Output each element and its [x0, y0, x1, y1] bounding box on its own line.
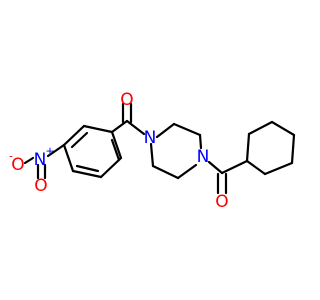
cyclohexane-bond-5	[247, 120, 274, 136]
bond-group	[23, 102, 296, 195]
cyclohexane-bond-4	[270, 120, 296, 137]
piperazine-nitrogen-right-label: N	[197, 147, 210, 167]
nitro-nitrogen-label: N	[34, 150, 47, 170]
atom-label-group: O N N O N + O - O	[9, 90, 229, 212]
piperazine-bond-5	[151, 164, 180, 180]
molecule-structure-diagram: O N N O N + O - O	[9, 90, 296, 212]
ring-bond-d-e	[99, 156, 123, 179]
ring-bond-c-d	[110, 130, 123, 160]
ring-double-bond-inner-2	[110, 138, 121, 162]
cyclohexane-bond-3	[290, 133, 296, 165]
ring-double-bond-inner-1	[70, 131, 89, 149]
ring-bond-b-c	[82, 124, 114, 134]
piperazine-n-to-carbonyl-bond	[207, 160, 224, 175]
piperazine-bond-4	[176, 163, 198, 180]
piperazine-nitrogen-left-label: N	[144, 128, 157, 148]
nitro-oxygen-double-label: O	[34, 176, 47, 196]
cyclohexane-bond-6	[245, 132, 251, 163]
carbonyl-to-cyclohexane-bond	[220, 159, 249, 175]
ring-bond-e-f	[71, 169, 103, 179]
piperazine-bond-6	[149, 142, 155, 168]
ring-to-carbonyl-bond	[110, 119, 129, 134]
ring-bond-a-b	[62, 124, 86, 147]
ring-bond-f-a	[62, 143, 75, 173]
piperazine-bond-1	[155, 122, 176, 139]
nitro-oxygen-single-charge: -	[9, 150, 13, 163]
piperazine-bond-3	[198, 133, 203, 150]
carbonyl-oxygen-right-label: O	[215, 192, 228, 212]
nitro-nitrogen-charge: +	[45, 145, 54, 158]
nitro-n-to-o-single-bond	[23, 156, 35, 165]
carbonyl-oxygen-left-label: O	[120, 90, 133, 110]
ring-double-bond-inner-3	[75, 164, 100, 173]
carbonyl-to-piperazine-n-bond	[125, 119, 146, 136]
nitro-oxygen-single-label: O	[11, 155, 24, 175]
ring-to-nitro-bond	[46, 143, 66, 158]
cyclohexane-bond-1	[245, 159, 267, 176]
cyclohexane-bond-2	[263, 161, 294, 176]
piperazine-bond-2	[172, 122, 202, 137]
